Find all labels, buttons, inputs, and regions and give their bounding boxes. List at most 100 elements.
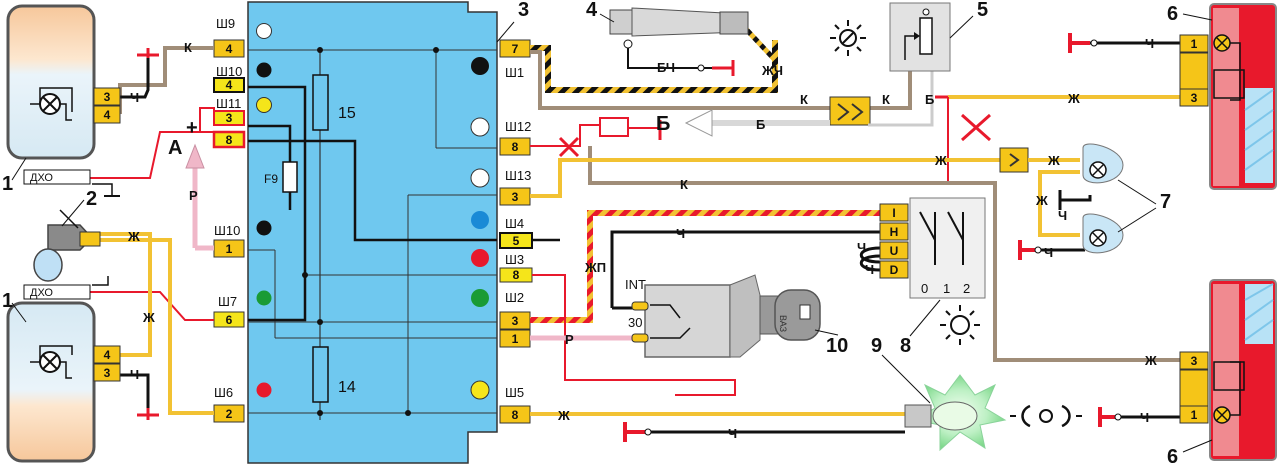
dho-label-top: ДХО (30, 172, 53, 184)
callout-6-top: 6 (1167, 3, 1178, 25)
fog-lamp-2: ДХО (23, 209, 109, 300)
socket-sh10-top: Ш10 (216, 64, 242, 79)
wire-zh3: Ж (934, 153, 947, 168)
wire-b1: Б (925, 92, 934, 107)
switch-pos-1: 1 (943, 281, 950, 296)
socket-sh11: Ш11 (216, 96, 241, 111)
socket-labels: Ш9 Ш10 Ш11 Ш10 Ш7 Ш6 Ш1 Ш12 Ш13 Ш4 Ш3 Ш2… (214, 16, 531, 400)
callout-5: 5 (977, 0, 988, 21)
sun-icon (940, 305, 980, 345)
wire-bch: БЧ (657, 60, 675, 75)
pin-sw-h: H (890, 225, 899, 239)
pin-sh2b: 1 (512, 332, 519, 346)
pin-hl-bot-4: 4 (104, 348, 111, 362)
callout-9: 9 (871, 335, 882, 357)
wire-ch2: Ч (130, 367, 139, 382)
wire-zh1: Ж (127, 229, 140, 244)
wire-ch4: Ч (1058, 208, 1067, 223)
rear-fog-switch-4 (609, 7, 749, 49)
wire-r1: Р (189, 188, 198, 203)
pin-sh3: 8 (513, 268, 520, 282)
fuse-f9-label: F9 (264, 172, 278, 186)
ign-30-label: 30 (628, 315, 642, 330)
fuse-15 (312, 74, 329, 131)
wire-zhch: ЖЧ (761, 63, 783, 78)
callouts: 1 2 1 3 4 5 6 6 7 9 8 10 A + Б (2, 0, 1213, 465)
wire-ch9: Ч (728, 426, 737, 441)
pin-hl-bot-3: 3 (104, 366, 111, 380)
wire-zhp: ЖП (584, 260, 606, 275)
dimmer-5 (889, 2, 951, 72)
pin-sh11: 3 (226, 111, 233, 125)
pin-tail-top-1: 1 (1191, 37, 1198, 51)
pin-sw-d: D (890, 263, 899, 277)
indicator-lamp-9 (904, 374, 1082, 452)
pin-tail-bot-1: 1 (1191, 408, 1198, 422)
socket-sh9: Ш9 (216, 16, 235, 31)
callout-1-bottom: 1 (2, 290, 13, 312)
pin-sh12: 8 (512, 140, 519, 154)
wire-r2: Р (565, 332, 574, 347)
tail-lamp-top: 1 3 (1179, 3, 1277, 190)
wire-k3: К (882, 92, 890, 107)
callout-a: A (168, 137, 182, 159)
callout-1-top: 1 (2, 173, 13, 195)
wire-labels: К Ч Ж Ж Ч Р БЧ ЖЧ К К Б Б Ч Ж Ж К Ж Ж Ч … (127, 36, 1157, 441)
wire-ch3: Ч (1145, 36, 1154, 51)
tail-lamp-bottom: 3 1 (1179, 279, 1277, 461)
wire-zh4: Ж (1047, 153, 1060, 168)
pin-sh1: 7 (512, 42, 519, 56)
key-text: ВАЗ (778, 315, 788, 332)
callout-b: Б (656, 113, 670, 135)
wire-zh2: Ж (1067, 91, 1080, 106)
pin-tail-top-3: 3 (1191, 91, 1198, 105)
ign-int-label: INT (625, 277, 646, 292)
switch-pos-2: 2 (963, 281, 970, 296)
socket-sh5: Ш5 (505, 385, 524, 400)
pin-sw-i: I (892, 206, 895, 220)
wire-ch1: Ч (130, 90, 139, 105)
socket-sh4: Ш4 (505, 216, 524, 231)
pin-hl-top-4: 4 (104, 108, 111, 122)
block-left-pins: 4 4 3 8 1 6 2 (212, 39, 246, 423)
pin-sh13: 3 (512, 190, 519, 204)
wire-zh1b: Ж (142, 310, 155, 325)
pin-sh6: 2 (226, 407, 233, 421)
pin-tail-bot-3: 3 (1191, 354, 1198, 368)
callout-8: 8 (900, 335, 911, 357)
fuse-14 (312, 346, 329, 403)
pin-sh10: 4 (226, 78, 233, 92)
plate-lamps-7 (1082, 143, 1124, 254)
wire-k1: К (184, 40, 192, 55)
socket-sh7: Ш7 (218, 294, 237, 309)
pin-sh10b: 1 (226, 242, 233, 256)
socket-sh10-mid: Ш10 (214, 223, 240, 238)
wire-k2: К (800, 92, 808, 107)
wires (90, 26, 1180, 442)
light-symbol-icon (830, 20, 866, 56)
pin-hl-top-3: 3 (104, 90, 111, 104)
pin-sh9: 4 (226, 42, 233, 56)
pin-sh4: 5 (513, 234, 520, 248)
pin-sh7: 6 (226, 313, 233, 327)
fuse-f9 (282, 161, 298, 193)
pin-sh2a: 3 (512, 314, 519, 328)
headlight-icon (1010, 404, 1082, 428)
socket-sh13: Ш13 (505, 168, 531, 183)
wire-ch6: Ч (676, 226, 685, 241)
pin-sh5: 8 (512, 408, 519, 422)
callout-6-bottom: 6 (1167, 446, 1178, 465)
block-right-pins: 7 8 3 5 8 3 1 8 (499, 39, 533, 424)
socket-sh12: Ш12 (505, 119, 531, 134)
pin-sw-u: U (890, 244, 899, 258)
mount-block: 15 14 F9 (247, 1, 498, 464)
fuse-15-label: 15 (338, 105, 356, 122)
socket-sh2: Ш2 (505, 290, 524, 305)
ignition-switch-10: ВАЗ INT 30 (625, 274, 821, 358)
light-switch-8: I H U D 0 1 2 (879, 197, 986, 299)
callout-7: 7 (1160, 191, 1171, 213)
callout-2: 2 (86, 188, 97, 210)
callout-4: 4 (586, 0, 598, 21)
switch-pos-0: 0 (921, 281, 928, 296)
